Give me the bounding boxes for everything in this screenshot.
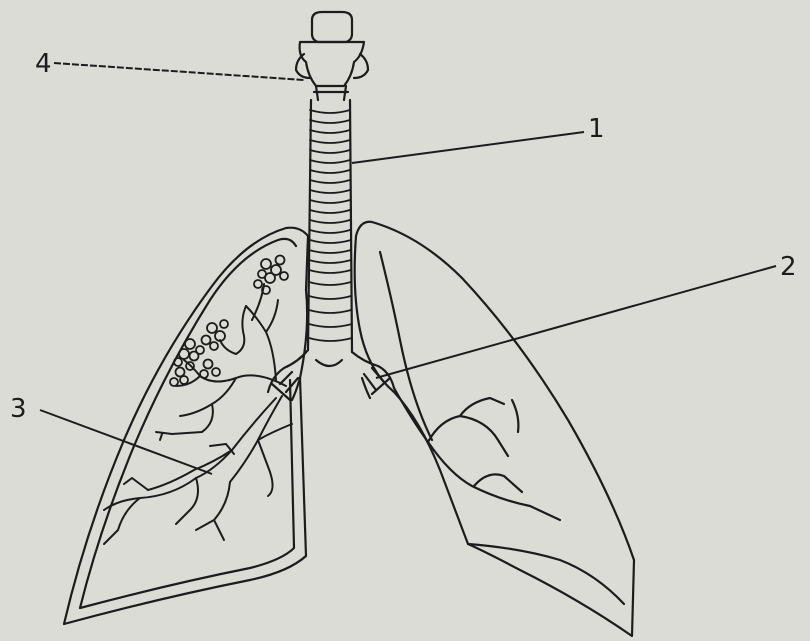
bronchial-tree [104, 284, 292, 544]
label-4: 4 [35, 51, 52, 77]
leader-line-4 [54, 63, 304, 80]
trachea-rings [309, 110, 352, 341]
larynx [296, 12, 368, 100]
trachea [308, 100, 352, 352]
bronchi [268, 350, 394, 400]
right-lung [64, 228, 308, 624]
left-lung [355, 222, 634, 636]
label-2: 2 [780, 254, 797, 280]
leader-line-1 [352, 132, 584, 163]
leader-line-2 [376, 266, 776, 378]
label-3: 3 [10, 396, 27, 422]
label-1: 1 [588, 116, 605, 142]
